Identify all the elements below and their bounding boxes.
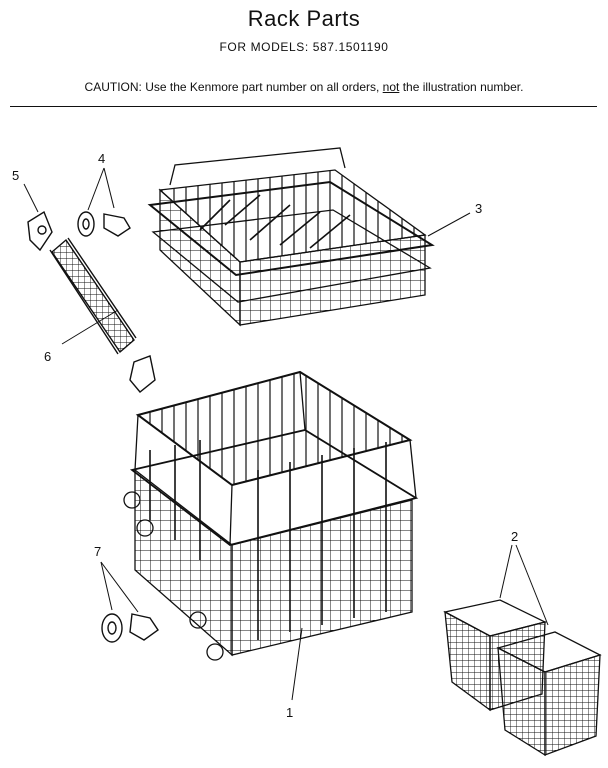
lower-roller-illustration [101, 613, 159, 643]
callout-1: 1 [286, 705, 293, 720]
slide-rail-illustration [49, 237, 156, 393]
caution-note: CAUTION: Use the Kenmore part number on … [0, 80, 608, 94]
roller-assembly-illustration [77, 211, 131, 237]
callout-7: 7 [94, 544, 101, 559]
callout-6: 6 [44, 349, 51, 364]
upper-rack-illustration [147, 147, 435, 327]
callout-3: 3 [475, 201, 482, 216]
lower-rack-illustration [123, 370, 419, 661]
callout-2: 2 [511, 529, 518, 544]
callout-5: 5 [12, 168, 19, 183]
models-line: FOR MODELS: 587.1501190 [219, 40, 389, 54]
callout-4: 4 [98, 151, 105, 166]
silverware-basket-illustration [443, 599, 602, 757]
header-divider [10, 106, 597, 107]
leader-lines [23, 167, 549, 701]
caution-emphasis: not [382, 80, 400, 94]
caution-prefix: CAUTION: Use the Kenmore part number on … [84, 80, 383, 94]
page-title: Rack Parts [247, 6, 361, 31]
end-cap-illustration [27, 210, 53, 252]
caution-suffix: the illustration number. [399, 80, 524, 94]
